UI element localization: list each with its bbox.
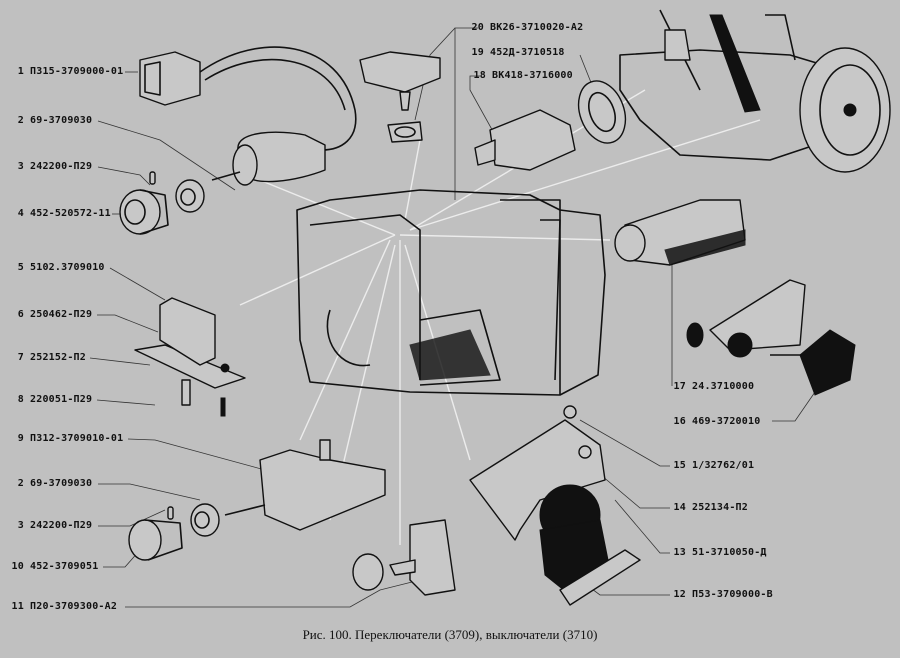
figure-caption: Рис. 100. Переключатели (3709), выключат… [302, 627, 598, 642]
part-18-sensor [474, 109, 576, 171]
leader-lines [89, 27, 816, 608]
dashboard-assembly [296, 189, 606, 396]
part-20-switch [359, 51, 441, 143]
part-16-sensor-bracket [686, 279, 856, 396]
part-2-nut-bottom [190, 503, 220, 537]
part-17-switch [614, 199, 746, 266]
part-2-nut-top [175, 179, 205, 213]
part-3-pin-bottom [167, 506, 174, 520]
part-5-switch-bracket [134, 297, 246, 417]
part-12-switch-bracket [469, 405, 641, 606]
part-3-pin-top [149, 171, 156, 185]
part-11-toggle-switch [352, 519, 456, 596]
engine-gearbox [619, 9, 891, 173]
part-9-switch [224, 439, 386, 531]
part-19-washer [577, 80, 627, 144]
part-10-knob-bottom [128, 519, 183, 561]
part-1-fog-switch [139, 46, 357, 186]
part-4-knob-top [119, 189, 169, 235]
